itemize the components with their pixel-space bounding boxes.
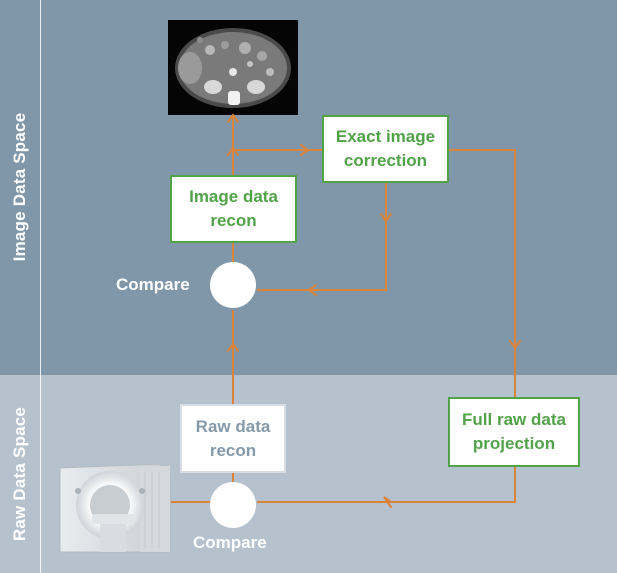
- arrow-head-up-upper: [227, 146, 239, 156]
- ct-scanner-image: [59, 463, 171, 553]
- exact-image-correction-box: Exact image correction: [322, 115, 449, 183]
- full-raw-data-projection-box: Full raw data projection: [448, 397, 580, 467]
- compare-node-lower: [210, 482, 256, 528]
- band-label-divider: [40, 0, 41, 573]
- compare-label-upper: Compare: [116, 275, 190, 294]
- compare-node-upper: [210, 262, 256, 308]
- image-data-recon-box: Image data recon: [170, 175, 297, 243]
- arrow-head-up-image: [227, 113, 239, 123]
- compare-label-lower: Compare: [193, 533, 267, 552]
- arrow-head-left-bottom: [383, 496, 392, 508]
- ct-slice-image: [168, 20, 298, 115]
- arrow-head-right: [300, 144, 310, 156]
- arrow-head-up-lower: [227, 342, 239, 352]
- arrow-head-left-middle: [307, 284, 317, 296]
- flow-arrows: [171, 115, 516, 503]
- arrow-heads: [227, 113, 521, 508]
- arrow-head-down-right: [509, 340, 521, 350]
- raw-data-recon-box: Raw data recon: [180, 404, 286, 473]
- arrow-head-down-middle: [380, 213, 392, 223]
